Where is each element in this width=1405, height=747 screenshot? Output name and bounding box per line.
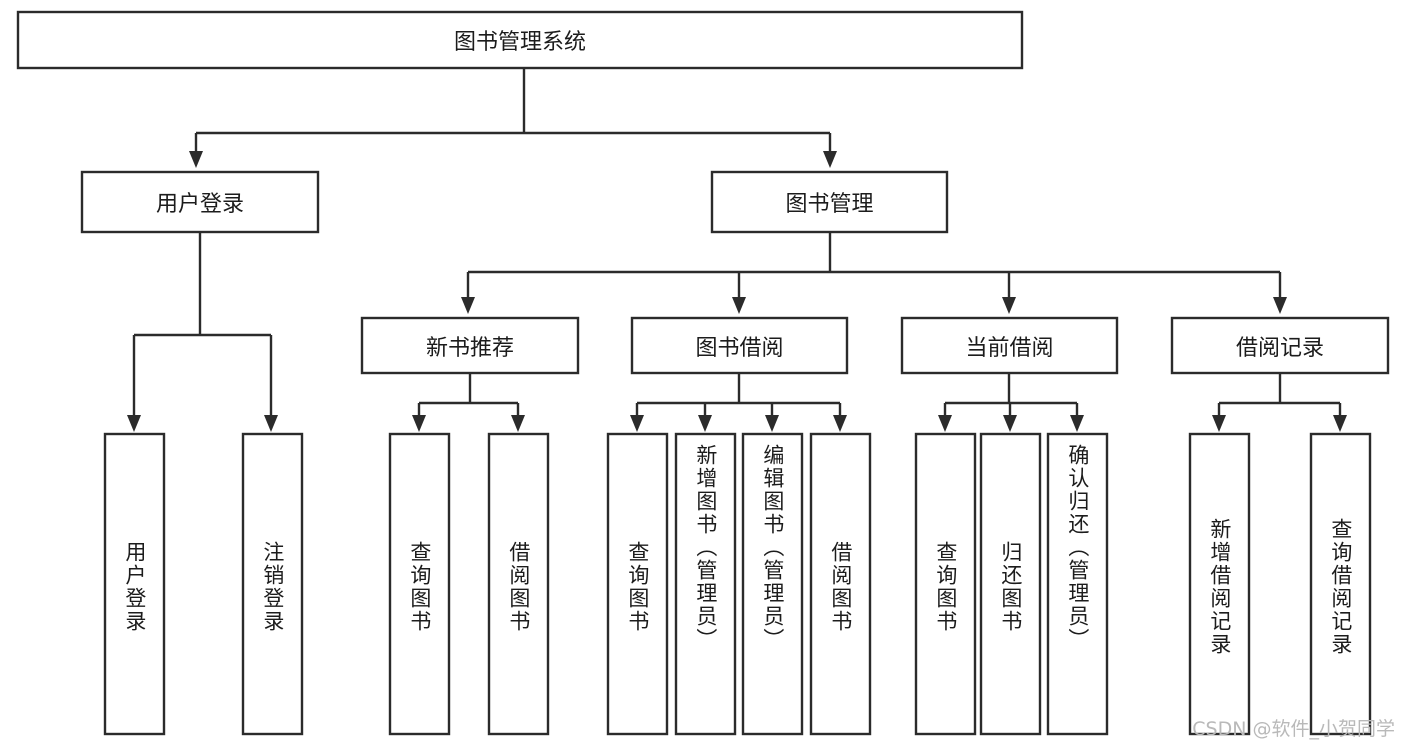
node-box-current-borrow[interactable] <box>900 316 1119 375</box>
arrow-book-manage-icon <box>823 151 837 168</box>
arrow-leaf-borrow-book-1-icon <box>511 415 525 432</box>
node-box-leaf-add-record[interactable] <box>1188 432 1251 736</box>
node-box-book-manage[interactable] <box>710 170 949 234</box>
node-box-leaf-user-login[interactable] <box>103 432 166 736</box>
node-box-leaf-borrow-book-1[interactable] <box>487 432 550 736</box>
node-box-leaf-query-book-2[interactable] <box>606 432 669 736</box>
node-box-new-book-recommend[interactable] <box>360 316 580 375</box>
arrow-heads-group <box>127 151 1347 432</box>
node-boxes-group <box>16 10 1390 736</box>
arrow-leaf-user-login-icon <box>127 415 141 432</box>
arrow-leaf-query-book-2-icon <box>630 415 644 432</box>
node-box-root[interactable] <box>16 10 1024 70</box>
node-box-leaf-query-book-1[interactable] <box>388 432 451 736</box>
node-box-leaf-return-book[interactable] <box>979 432 1042 736</box>
arrow-borrow-record-icon <box>1273 297 1287 314</box>
node-box-leaf-query-book-3[interactable] <box>914 432 977 736</box>
node-box-leaf-user-logout[interactable] <box>241 432 304 736</box>
arrow-leaf-edit-book-icon <box>765 415 779 432</box>
arrow-leaf-user-logout-icon <box>264 415 278 432</box>
arrow-leaf-borrow-book-2-icon <box>833 415 847 432</box>
node-box-leaf-edit-book[interactable] <box>741 432 804 736</box>
node-box-leaf-add-book[interactable] <box>674 432 737 736</box>
arrow-leaf-return-book-icon <box>1003 415 1017 432</box>
node-box-leaf-confirm-return[interactable] <box>1046 432 1109 736</box>
node-box-borrow-record[interactable] <box>1170 316 1390 375</box>
arrow-leaf-confirm-return-icon <box>1070 415 1084 432</box>
arrow-leaf-query-book-3-icon <box>938 415 952 432</box>
arrow-book-borrow-icon <box>732 297 746 314</box>
arrow-new-book-recommend-icon <box>461 297 475 314</box>
node-box-user-login[interactable] <box>80 170 320 234</box>
node-box-leaf-borrow-book-2[interactable] <box>809 432 872 736</box>
arrow-current-borrow-icon <box>1002 297 1016 314</box>
arrow-leaf-query-record-icon <box>1333 415 1347 432</box>
arrow-leaf-add-record-icon <box>1212 415 1226 432</box>
arrow-leaf-query-book-1-icon <box>412 415 426 432</box>
node-box-leaf-query-record[interactable] <box>1309 432 1372 736</box>
node-box-book-borrow[interactable] <box>630 316 849 375</box>
arrow-leaf-add-book-icon <box>698 415 712 432</box>
arrow-user-login-icon <box>189 151 203 168</box>
